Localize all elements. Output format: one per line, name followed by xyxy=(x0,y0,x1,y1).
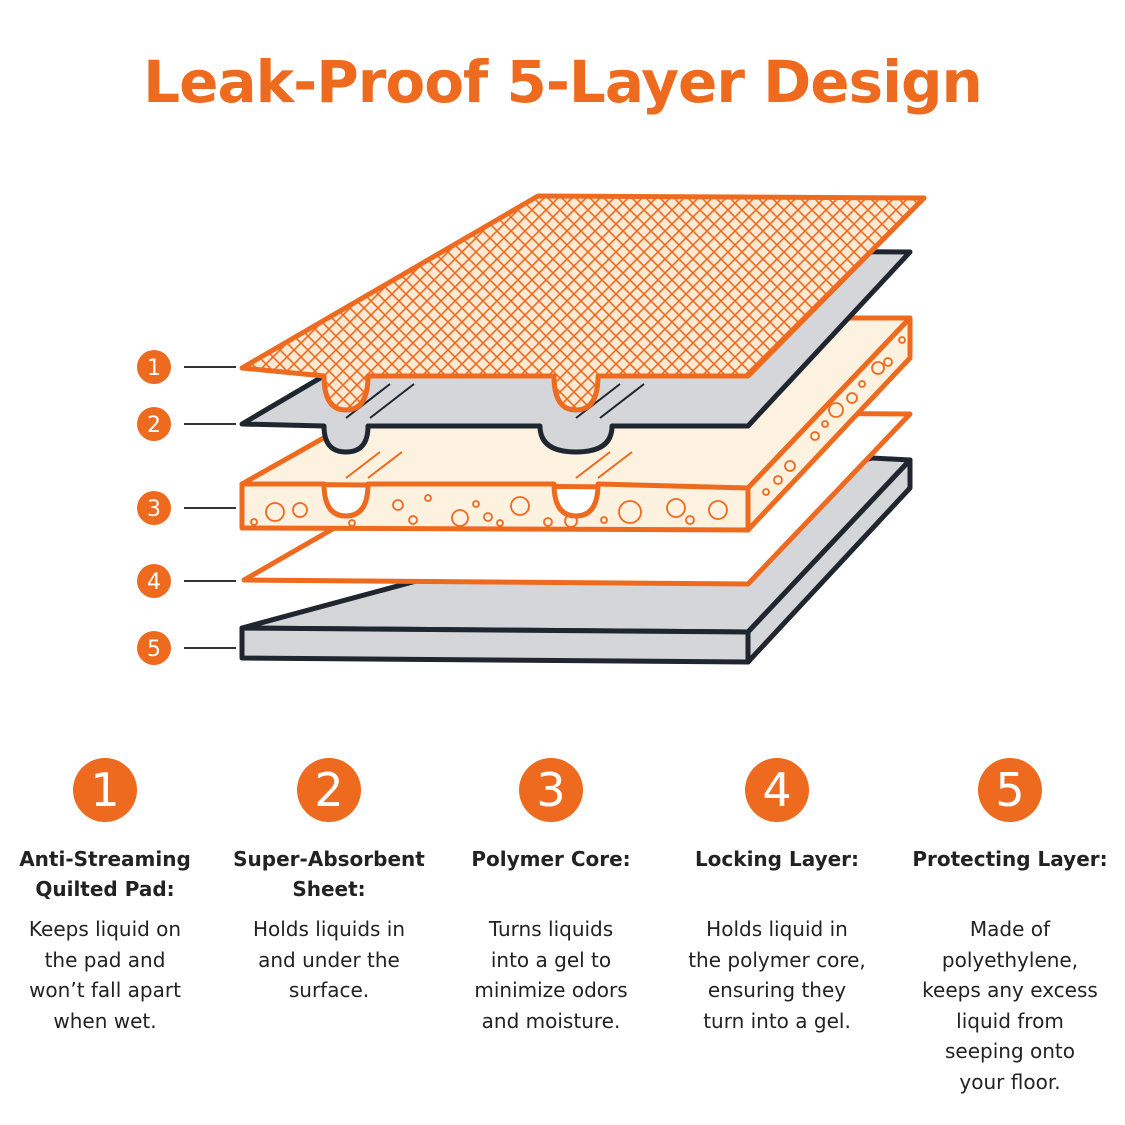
number-badge: 1 xyxy=(73,758,137,822)
layer-callout-1: 1 xyxy=(137,350,236,384)
number-badge: 2 xyxy=(297,758,361,822)
layer-card-3: 3 Polymer Core: Turns liquids into a gel… xyxy=(441,758,661,1036)
layer-card-1: 1 Anti-Streaming Quilted Pad: Keeps liqu… xyxy=(0,758,215,1036)
layer-callout-3: 3 xyxy=(137,491,236,525)
layer-description: Holds liquid in the polymer core, ensuri… xyxy=(688,917,866,1033)
layer-description: Keeps liquid on the pad and won’t fall a… xyxy=(28,917,182,1033)
svg-text:1: 1 xyxy=(147,356,161,381)
layer-heading: Polymer Core: xyxy=(471,847,631,871)
layer-callout-4: 4 xyxy=(137,564,236,598)
svg-text:2: 2 xyxy=(147,413,161,438)
number-badge: 3 xyxy=(519,758,583,822)
layer-heading: Anti-Streaming Quilted Pad: xyxy=(19,847,191,901)
layer-card-2: 2 Super-Absorbent Sheet: Holds liquids i… xyxy=(219,758,439,1006)
layer-heading: Super-Absorbent Sheet: xyxy=(233,847,425,901)
layer-card-4: 4 Locking Layer: Holds liquid in the pol… xyxy=(667,758,887,1036)
layer-heading: Locking Layer: xyxy=(694,847,860,871)
layer-description: Made of polyethylene, keeps any excess l… xyxy=(922,917,1098,1094)
page-title: Leak-Proof 5-Layer Design xyxy=(143,48,983,116)
layer-description: Turns liquids into a gel to minimize odo… xyxy=(474,917,628,1033)
layer-callout-5: 5 xyxy=(137,631,236,665)
number-badge: 5 xyxy=(978,758,1042,822)
svg-text:3: 3 xyxy=(147,497,161,522)
layer-heading: Protecting Layer: xyxy=(912,847,1108,871)
layer-card-5: 5 Protecting Layer: Made of polyethylene… xyxy=(900,758,1120,1097)
layer-stack-diagram: 1 2 3 4 5 xyxy=(137,193,927,665)
svg-text:4: 4 xyxy=(147,570,161,595)
number-badge: 4 xyxy=(745,758,809,822)
layer-callout-2: 2 xyxy=(137,407,236,441)
layer-description: Holds liquids in and under the surface. xyxy=(252,917,406,1002)
svg-text:5: 5 xyxy=(147,637,161,662)
